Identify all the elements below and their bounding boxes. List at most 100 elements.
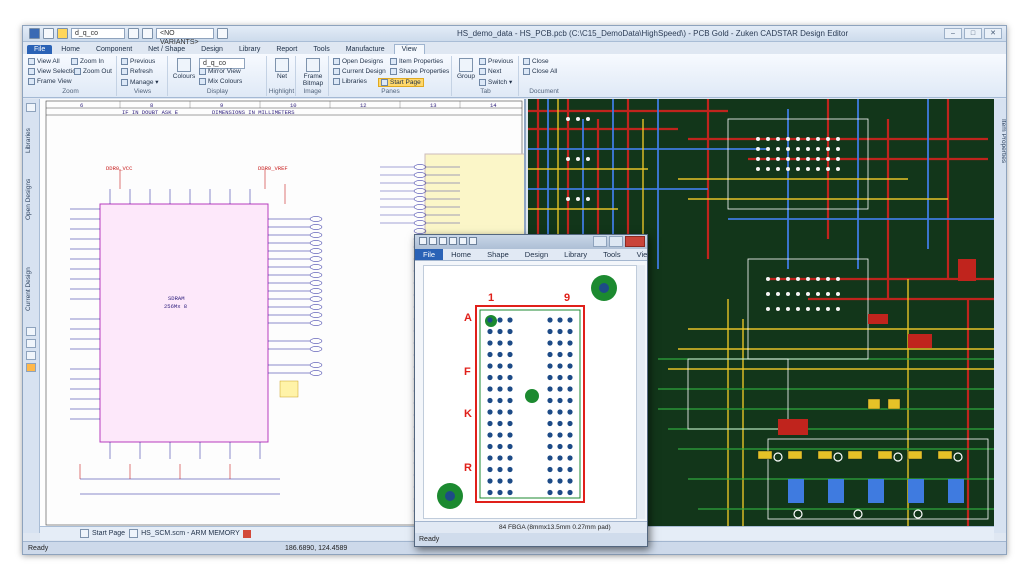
tab-file[interactable]: File — [27, 45, 52, 54]
view-selection-icon — [28, 68, 35, 75]
tab-close-icon[interactable] — [243, 530, 251, 538]
minimize-button[interactable]: – — [944, 28, 962, 39]
close-document-button[interactable]: Close — [523, 58, 549, 65]
redo-icon[interactable] — [439, 237, 447, 245]
title-bar: d_q_co <NO VARIANTS> HS_demo_data - HS_P… — [23, 26, 1006, 42]
row-label-f: F — [464, 366, 471, 378]
grid-icon[interactable] — [469, 237, 477, 245]
courtyard-outline — [480, 310, 580, 498]
previous-view-button[interactable]: Previous — [121, 58, 155, 65]
footprint-tab-home[interactable]: Home — [443, 249, 479, 260]
footprint-tab-tools[interactable]: Tools — [595, 249, 629, 260]
tab-net-shape[interactable]: Net / Shape — [141, 45, 192, 54]
save-icon[interactable] — [29, 28, 40, 39]
open-icon[interactable] — [43, 28, 54, 39]
tab-home[interactable]: Home — [54, 45, 87, 54]
footprint-editor-window[interactable]: File Home Shape Design Library Tools Vie… — [414, 234, 648, 547]
footprint-tab-shape[interactable]: Shape — [479, 249, 517, 260]
schematic-note-2: DIMENSIONS IN MILLIMETERS — [212, 109, 295, 116]
bga-pad — [547, 467, 552, 472]
pane-tab-libraries[interactable]: Libraries — [25, 119, 37, 163]
footprint-tab-view[interactable]: View — [629, 249, 648, 260]
item-properties-button[interactable]: Item Properties — [390, 58, 443, 65]
bga-pad — [567, 467, 572, 472]
tab-tools[interactable]: Tools — [306, 45, 336, 54]
previous-tab-button[interactable]: Previous — [479, 58, 513, 65]
doc-tab-schematic[interactable]: HS_SCM.scm - ARM MEMORY — [129, 529, 251, 538]
pin-icon[interactable] — [459, 237, 467, 245]
close-button[interactable]: ✕ — [984, 28, 1002, 39]
footprint-canvas[interactable]: 1 9 A F K R — [423, 265, 637, 519]
ribbon-tabs: File Home Component Net / Shape Design L… — [23, 43, 1006, 54]
refresh-icon — [121, 68, 128, 75]
maximize-button[interactable]: □ — [964, 28, 982, 39]
add-tool-icon[interactable] — [26, 339, 36, 348]
start-page-button[interactable]: Start Page — [378, 78, 424, 87]
next-tab-icon — [479, 68, 486, 75]
bga-pad — [497, 329, 502, 334]
footprint-ready: Ready — [415, 533, 647, 546]
route-tool-icon[interactable] — [26, 351, 36, 360]
zoom-in-button[interactable]: Zoom In — [71, 58, 104, 65]
pane-pin-icon[interactable] — [26, 103, 36, 112]
footprint-close-button[interactable] — [625, 236, 645, 247]
current-design-button[interactable]: Current Design — [333, 68, 386, 75]
refresh-button[interactable]: Refresh — [121, 68, 153, 75]
highlight-icon[interactable] — [57, 28, 68, 39]
mirror-view-button[interactable]: Mirror View — [199, 68, 241, 75]
footprint-title-bar[interactable] — [415, 235, 647, 249]
footprint-minimize-button[interactable] — [609, 236, 623, 247]
footprint-tab-library[interactable]: Library — [556, 249, 595, 260]
doc-tab-start-page[interactable]: Start Page — [80, 529, 125, 538]
switch-tab-button[interactable]: Switch ▾ — [479, 78, 512, 86]
tab-library[interactable]: Library — [232, 45, 267, 54]
footprint-scrollbar[interactable] — [636, 265, 645, 519]
net-button[interactable]: Net — [269, 58, 295, 80]
bga-pad — [497, 317, 502, 322]
tab-design[interactable]: Design — [194, 45, 230, 54]
colours-button[interactable]: Colours — [171, 58, 197, 80]
undo-icon[interactable] — [429, 237, 437, 245]
pin-icon[interactable] — [128, 28, 139, 39]
tab-report[interactable]: Report — [269, 45, 304, 54]
variant-combo[interactable]: <NO VARIANTS> — [156, 28, 214, 39]
pane-tab-item-properties[interactable]: Item Properties — [995, 111, 1007, 171]
shape-properties-button[interactable]: Shape Properties — [390, 68, 449, 75]
select-tool-icon[interactable] — [26, 327, 36, 336]
group-button[interactable]: Group — [453, 58, 479, 80]
bga-pad — [507, 352, 512, 357]
bga-pad — [567, 375, 572, 380]
grid-icon[interactable] — [142, 28, 153, 39]
highlight-tool-icon[interactable] — [26, 363, 36, 372]
footprint-restore-button[interactable] — [593, 236, 607, 247]
manage-button[interactable]: Manage ▾ — [121, 78, 159, 86]
tab-component[interactable]: Component — [89, 45, 139, 54]
footprint-tab-design[interactable]: Design — [517, 249, 556, 260]
view-all-button[interactable]: View All — [28, 58, 60, 65]
bga-pad — [557, 444, 562, 449]
mix-colours-button[interactable]: Mix Colours — [199, 78, 242, 85]
center-marker — [525, 389, 539, 403]
group-tab: Group Previous Next Switch ▾ Tab — [453, 56, 519, 96]
next-tab-button[interactable]: Next — [479, 68, 501, 75]
frame-bitmap-button[interactable]: Frame Bitmap — [300, 58, 326, 87]
zoom-out-button[interactable]: Zoom Out — [74, 68, 112, 75]
pane-tab-open-designs[interactable]: Open Designs — [25, 171, 37, 227]
footprint-tab-file[interactable]: File — [415, 249, 443, 260]
view-selection-button[interactable]: View Selection — [28, 68, 80, 75]
bga-pad — [567, 386, 572, 391]
open-designs-button[interactable]: Open Designs — [333, 58, 383, 65]
libraries-button[interactable]: Libraries — [333, 78, 367, 85]
tab-view[interactable]: View — [394, 44, 425, 54]
start-page-icon — [381, 79, 388, 86]
layer-combo[interactable]: d_q_co — [71, 28, 125, 39]
row-label-a: A — [464, 312, 472, 324]
bga-pad — [507, 317, 512, 322]
tab-manufacture[interactable]: Manufacture — [339, 45, 392, 54]
pane-tab-current-design[interactable]: Current Design — [25, 259, 37, 319]
dropdown-icon[interactable] — [217, 28, 228, 39]
star-icon[interactable] — [449, 237, 457, 245]
save-icon[interactable] — [419, 237, 427, 245]
close-all-button[interactable]: Close All — [523, 68, 557, 75]
frame-view-button[interactable]: Frame View — [28, 78, 72, 85]
